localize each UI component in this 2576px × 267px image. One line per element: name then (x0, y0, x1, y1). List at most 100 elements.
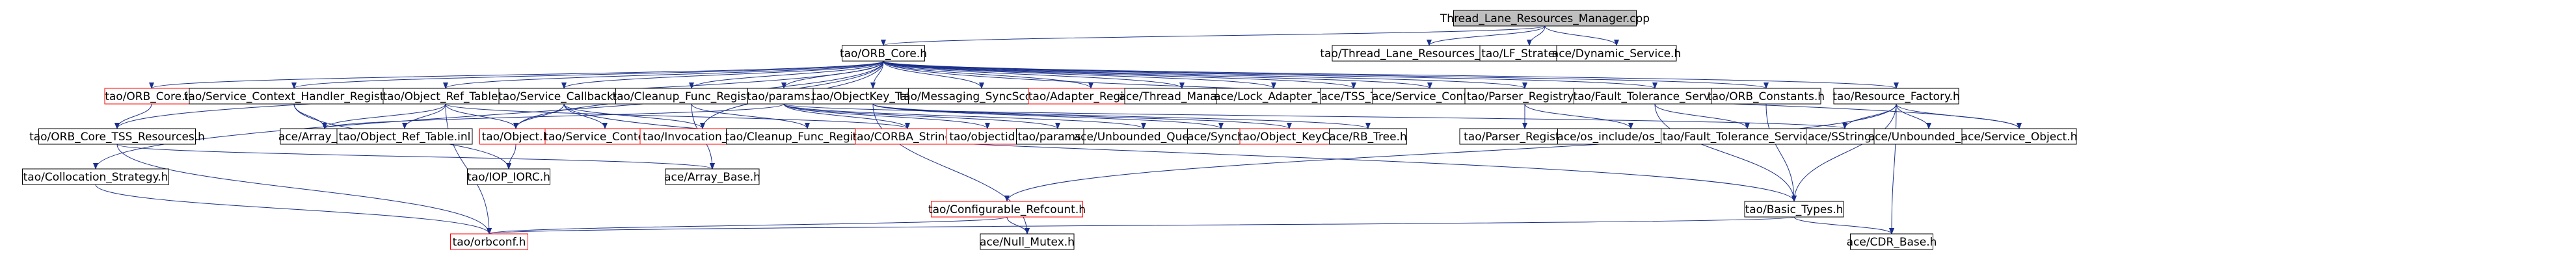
node-label: tao/ORB_Core.inl (105, 90, 198, 103)
edge-cleanup_func_registry_h-to-cleanup_func_registry_inl (691, 103, 810, 129)
edge-params_h-to-params_inl (783, 103, 1060, 129)
node-label: tao/ORB_Core.h (840, 47, 927, 60)
node-object-keyc-h[interactable]: tao/Object_KeyC.h (1239, 128, 1340, 145)
node-label: tao/Service_Context_Handler_Registry.h (184, 90, 404, 103)
edge-resource_factory_h-to-configurable_refcount_h (1004, 103, 1897, 202)
node-label: ace/CDR_Base.h (1847, 236, 1937, 249)
node-label: tao/CORBA_String.h (853, 131, 963, 144)
node-root[interactable]: Thread_Lane_Resources_Manager.cpp (1440, 10, 1650, 27)
edge-params_h-to-sstring_h (783, 103, 1847, 129)
node-fault-tolerance-service-h[interactable]: tao/Fault_Tolerance_Service.h (1573, 88, 1737, 105)
node-label: ace/Dynamic_Service.h (1552, 47, 1681, 60)
node-box (946, 128, 1029, 145)
node-cdr-base-h[interactable]: ace/CDR_Base.h (1847, 233, 1937, 250)
node-box (1329, 128, 1407, 145)
edge-orb_core_h-to-cleanup_func_registry_h (689, 60, 884, 89)
node-null-mutex-h[interactable]: ace/Null_Mutex.h (980, 233, 1075, 250)
edge-orb_core_h-to-parser_registry_h (883, 60, 1527, 89)
node-scs-registry-h[interactable]: tao/Service_Context_Handler_Registry.h (184, 88, 404, 105)
node-orb-constants-h[interactable]: tao/ORB_Constants.h (1708, 88, 1825, 105)
node-label: ace/TSS_T.h (1321, 90, 1387, 103)
node-service-callbacks-h[interactable]: tao/Service_Callbacks.h (498, 88, 630, 105)
node-basic-types-h[interactable]: tao/Basic_Types.h (1744, 201, 1844, 218)
edge-orb_core_h-to-collocation_strategy_h (93, 60, 884, 170)
node-unbounded-queue-h[interactable]: ace/Unbounded_Queue.h (1074, 128, 1213, 145)
node-box (189, 88, 399, 105)
edge-root-to-tlrm_h (1427, 25, 1546, 46)
edges-layer (93, 25, 2022, 235)
node-lock-adapter-t-h[interactable]: ace/Lock_Adapter_T.h (1214, 88, 1334, 105)
node-box (931, 201, 1083, 218)
edge-parser_registry_h-to-os_stddef_h (1524, 103, 1633, 129)
edge-params_h-to-unbounded_queue_h (783, 103, 1146, 129)
node-orb-core-tss-resources-h[interactable]: tao/ORB_Core_TSS_Resources.h (29, 128, 205, 145)
node-label: tao/Object_Ref_Table.inl (339, 131, 471, 144)
edge-orb_core_h-to-object_ref_table_h (443, 60, 884, 89)
node-label: tao/ORB_Constants.h (1708, 90, 1825, 103)
node-service-object-h[interactable]: ace/Service_Object.h (1961, 128, 2078, 145)
edge-orb_core_h-to-orb_core_inl (149, 60, 884, 89)
node-box (855, 128, 960, 145)
node-parser-registry-h[interactable]: tao/Parser_Registry.h (1464, 88, 1585, 105)
edge-service_callbacks_h-to-basic_types_h (563, 103, 1797, 202)
edge-orb_core_h-to-thread_manager_h (883, 60, 1185, 89)
edge-basic_types_h-to-orbconf_h (487, 216, 1795, 235)
node-box (382, 88, 509, 105)
node-box (1083, 128, 1204, 145)
node-box (498, 88, 630, 105)
node-label: tao/Basic_Types.h (1745, 203, 1844, 216)
nodes-layer: Thread_Lane_Resources_Manager.cpp tao/ORB… (22, 10, 2078, 250)
edge-root-to-lf_strategy_h (1527, 25, 1546, 46)
node-resource-factory-h[interactable]: tao/Resource_Factory.h (1832, 88, 1960, 105)
edge-orb_constants_h-to-basic_types_h (1765, 103, 1797, 202)
node-orbconf-h[interactable]: tao/orbconf.h (450, 233, 528, 250)
node-objectid-h[interactable]: tao/objectid.h (946, 128, 1029, 145)
node-object-ref-table-inl[interactable]: tao/Object_Ref_Table.inl (336, 128, 473, 145)
edge-objectkey_table_h-to-rb_tree_h (872, 103, 1371, 129)
node-label: tao/ObjectKey_Table.h (812, 90, 934, 103)
edge-orb_core_h-to-scs_registry_h (291, 60, 884, 89)
node-object-ref-table-h[interactable]: tao/Object_Ref_Table.h (382, 88, 509, 105)
edge-object_h-to-iop_iorc_h (506, 144, 517, 170)
node-array-base-h[interactable]: ace/Array_Base.h (664, 168, 760, 185)
edge-orb_core_h-to-service_config_h (883, 60, 1432, 89)
node-box (980, 233, 1075, 250)
node-label: tao/Object_Ref_Table.h (382, 90, 508, 103)
node-orb-core-inl[interactable]: tao/ORB_Core.inl (104, 88, 199, 105)
node-label: tao/Fault_Tolerance_Service.h (1573, 90, 1736, 103)
edge-params_h-to-objectid_h (783, 103, 990, 129)
node-label: tao/Object.h (482, 131, 550, 144)
node-label: tao/LF_Strategy.h (1481, 47, 1577, 60)
edge-orb_core_tss_resources_h-to-array_base_h (116, 144, 715, 170)
node-fault-tolerance-service-inl[interactable]: tao/Fault_Tolerance_Service.inl (1661, 128, 1834, 145)
node-label: tao/Messaging_SyncScopeC.h (900, 90, 1064, 103)
node-label: tao/Cleanup_Func_Registry.inl (725, 131, 890, 144)
edge-params_h-to-corba_string_h (783, 103, 910, 129)
node-label: tao/Service_Context.h (544, 131, 665, 144)
node-box (1556, 45, 1677, 62)
node-label: ace/Array_Base.h (664, 171, 760, 184)
node-orb-core-h[interactable]: tao/ORB_Core.h (840, 45, 927, 62)
node-dynamic-service-h[interactable]: ace/Dynamic_Service.h (1552, 45, 1681, 62)
node-cleanup-func-registry-h[interactable]: tao/Cleanup_Func_Registry.h (612, 88, 771, 105)
node-box (1453, 10, 1637, 27)
edge-object_ref_table_h-to-object_ref_table_inl (402, 103, 446, 129)
node-label: ace/Unbounded_Queue.h (1074, 131, 1213, 144)
edge-orb_core_h-to-lock_adapter_t_h (883, 60, 1276, 89)
node-rb-tree-h[interactable]: ace/RB_Tree.h (1329, 128, 1407, 145)
node-configurable-refcount-h[interactable]: tao/Configurable_Refcount.h (928, 201, 1086, 218)
edge-service_callbacks_h-to-object_h (513, 103, 565, 129)
node-collocation-strategy-h[interactable]: tao/Collocation_Strategy.h (22, 168, 169, 185)
node-label: ace/Service_Object.h (1961, 131, 2078, 144)
node-iop-iorc-h[interactable]: tao/IOP_IORC.h (467, 168, 550, 185)
node-label: tao/params.h (747, 90, 820, 103)
node-params-h[interactable]: tao/params.h (747, 88, 821, 105)
node-box (1574, 88, 1736, 105)
edge-resource_factory_h-to-basic_types_h (1791, 103, 1897, 202)
node-corba-string-h[interactable]: tao/CORBA_String.h (853, 128, 963, 145)
node-label: ace/Null_Mutex.h (980, 236, 1075, 249)
node-label: ace/RB_Tree.h (1329, 131, 1407, 144)
node-object-h[interactable]: tao/Object.h (479, 128, 552, 145)
node-label: tao/Parser_Registry.h (1467, 90, 1583, 103)
